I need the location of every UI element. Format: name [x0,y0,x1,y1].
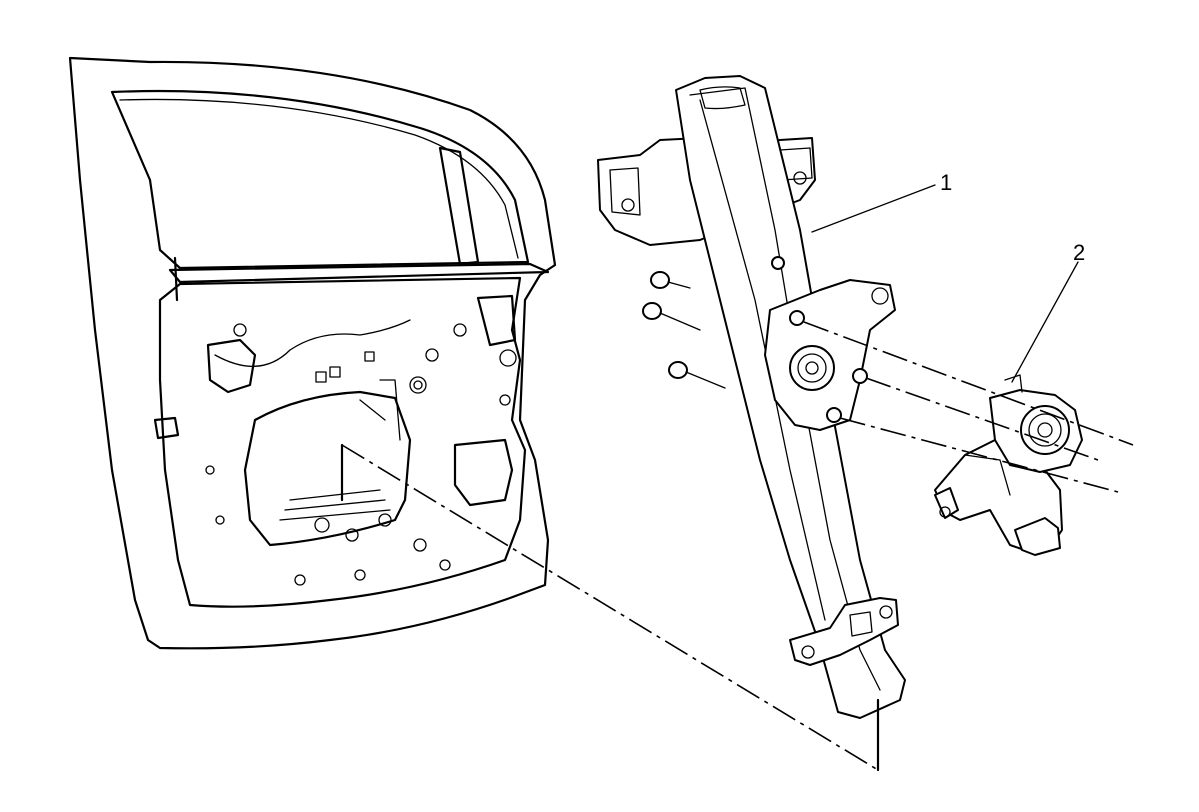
callout-1-label: 1 [940,170,952,195]
bolt-middle [642,302,701,331]
install-leader-lines [340,443,880,772]
callout-2: 2 [1011,240,1085,383]
bolt-lower [668,361,726,389]
mounting-bolts [642,271,726,389]
callout-2-label: 2 [1073,240,1085,265]
callout-1: 1 [811,170,952,233]
bolt-upper [650,271,691,289]
window-regulator-motor [934,374,1083,556]
alignment-lines [803,321,1134,493]
door-frame [68,56,557,650]
window-regulator [597,75,906,719]
